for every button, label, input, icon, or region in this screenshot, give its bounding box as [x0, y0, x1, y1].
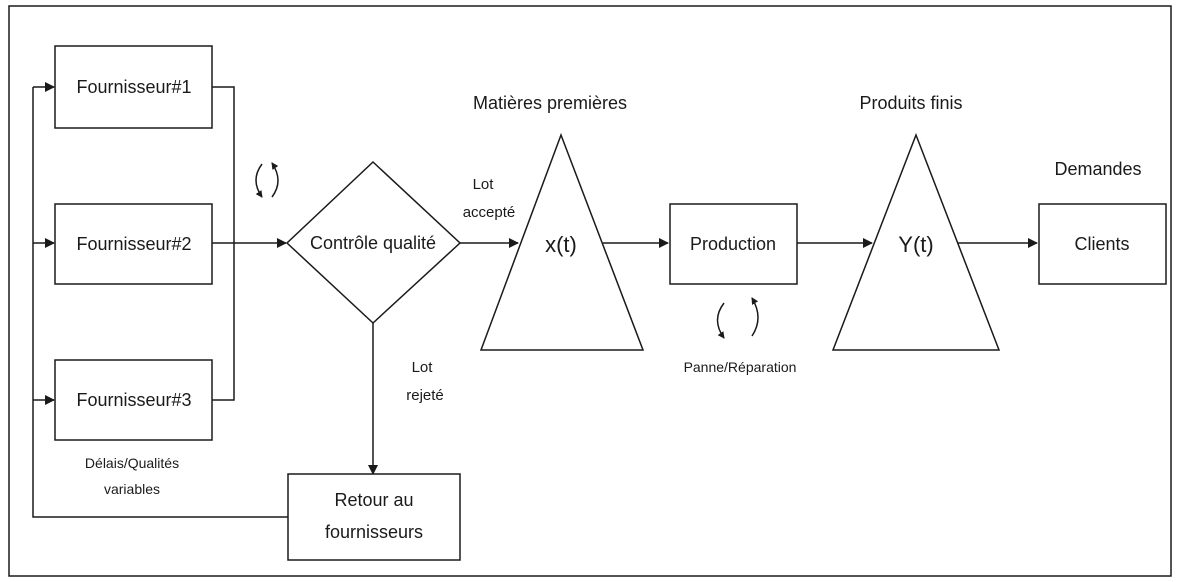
raw-stock-label: x(t): [545, 232, 577, 257]
variable-delays-line1: Délais/Qualités: [85, 455, 179, 471]
supplier-output-lines: [212, 86, 287, 401]
finished-products-stock-triangle: Y(t): [831, 132, 1001, 351]
return-label-line2: fournisseurs: [325, 522, 423, 542]
feedback-loop-line: [32, 82, 288, 518]
production-box: Production: [669, 203, 798, 285]
supplier-2-label: Fournisseur#2: [76, 234, 191, 254]
production-label: Production: [690, 234, 776, 254]
clients-label: Clients: [1074, 234, 1129, 254]
quality-control-label: Contrôle qualité: [310, 233, 436, 253]
return-label-line1: Retour au: [334, 490, 413, 510]
quality-control-diamond: Contrôle qualité: [285, 160, 462, 325]
cycle-arrows-icon: [255, 162, 279, 198]
rejected-label-line1: Lot: [412, 359, 434, 376]
raw-materials-title: Matières premières: [473, 93, 627, 113]
finished-products-title: Produits finis: [859, 93, 962, 113]
variable-delays-line2: variables: [104, 481, 160, 497]
diagram-frame: [8, 5, 1172, 577]
failure-repair-label: Panne/Réparation: [684, 359, 797, 375]
supplier-2-box: Fournisseur#2: [54, 203, 213, 285]
rejected-label-line2: rejeté: [406, 387, 444, 404]
finished-stock-label: Y(t): [898, 232, 933, 257]
demands-title: Demandes: [1054, 159, 1141, 179]
supplier-3-box: Fournisseur#3: [54, 359, 213, 441]
supplier-3-label: Fournisseur#3: [76, 390, 191, 410]
cycle-arrows-icon: [716, 297, 759, 339]
return-to-suppliers-box: Retour au fournisseurs: [287, 473, 461, 561]
accepted-label-line1: Lot: [473, 176, 495, 193]
accepted-label-line2: accepté: [463, 204, 516, 221]
supplier-1-label: Fournisseur#1: [76, 77, 191, 97]
raw-materials-stock-triangle: x(t): [479, 132, 645, 351]
clients-box: Clients: [1038, 203, 1167, 285]
supplier-1-box: Fournisseur#1: [54, 45, 213, 129]
